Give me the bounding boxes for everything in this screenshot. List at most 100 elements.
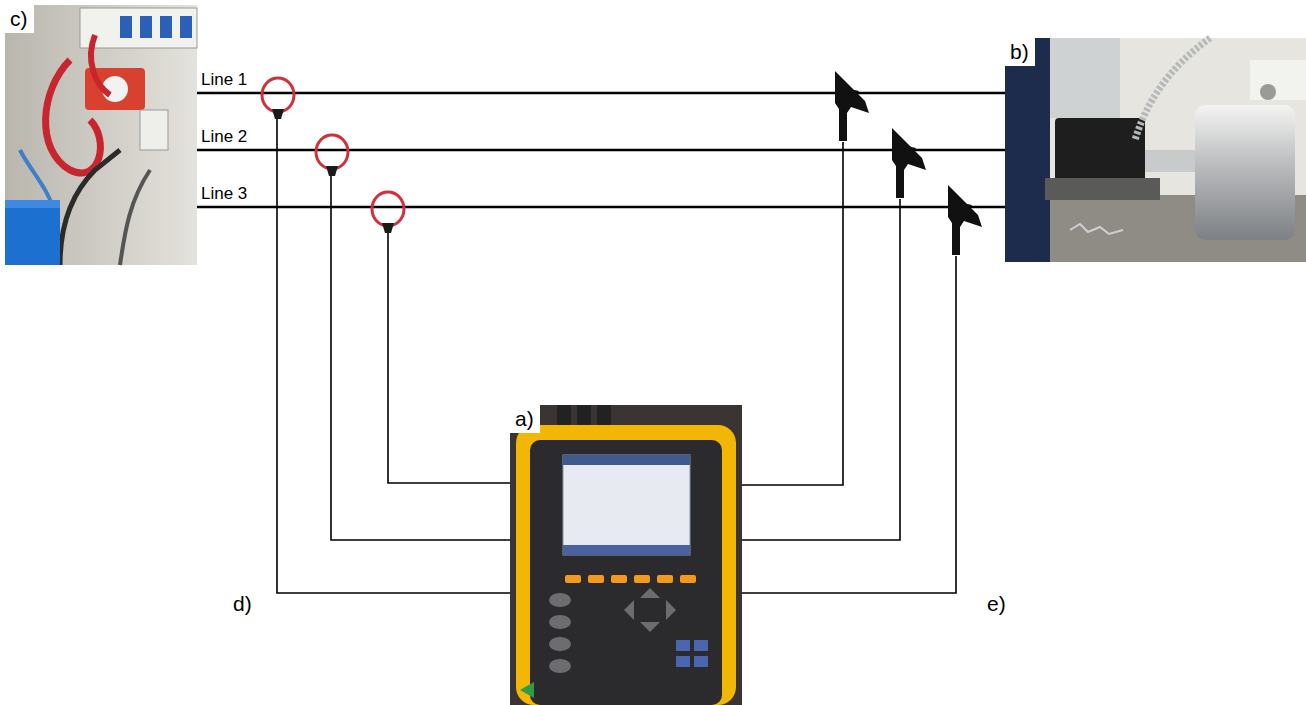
crocodile-clamp (892, 128, 926, 198)
breaker-rail (80, 8, 197, 48)
lathe-photo (1005, 38, 1306, 262)
chuck-guard (1250, 60, 1306, 100)
power-line (197, 149, 1005, 152)
breaker-switch (120, 16, 132, 38)
line-label: Line 2 (199, 128, 249, 147)
crocodile-clamp (835, 71, 869, 141)
function-key (565, 575, 581, 583)
current-probe-lead (331, 173, 510, 540)
current-probe-lead (277, 116, 510, 593)
probe-letter: d) (231, 592, 254, 615)
analyzer-body (516, 425, 736, 705)
screen-header (563, 455, 690, 465)
current-probe-lead (388, 230, 510, 483)
coil-connector (382, 223, 394, 233)
clamp-body (892, 128, 926, 198)
function-key (634, 575, 650, 583)
guard-pivot (1260, 84, 1276, 100)
panel-letter: b) (1005, 38, 1035, 66)
mode-button (549, 615, 571, 629)
rogowski-coil (372, 192, 404, 233)
workpiece (1145, 150, 1200, 172)
screen-footer (563, 545, 690, 555)
power-line (197, 92, 1005, 95)
nav-key (624, 600, 634, 620)
panel-photo-inset: c) (5, 5, 197, 265)
panel-letter: c) (5, 5, 34, 33)
panel-background (5, 5, 197, 265)
cable (120, 170, 150, 265)
clamp-body (835, 71, 869, 141)
function-keys (565, 575, 696, 583)
blue-bin-rim (5, 200, 60, 208)
clamp-jaw (954, 201, 972, 213)
lathe-photo-inset: b) (1005, 38, 1306, 262)
analyzer-screen (563, 455, 690, 555)
line-label: Line 1 (199, 71, 249, 90)
coil-connector (272, 109, 284, 119)
voltage-probe-lead (742, 199, 900, 540)
probe-letter: e) (985, 592, 1008, 615)
probe-socket (557, 405, 571, 427)
keypad-key (676, 656, 690, 667)
rogowski-coil (262, 78, 294, 119)
crocodile-clamp (948, 185, 982, 255)
keypad-key (676, 640, 690, 651)
chuck (1195, 105, 1295, 240)
keypad-key (694, 656, 708, 667)
nav-key (666, 600, 676, 620)
function-key (680, 575, 696, 583)
panel-photo (5, 5, 197, 265)
navigation-pad (624, 588, 676, 632)
probe-leads (277, 116, 956, 593)
power-indicator (520, 682, 534, 698)
function-key (657, 575, 673, 583)
function-key (611, 575, 627, 583)
machine-housing (1005, 38, 1050, 262)
keypad (676, 640, 708, 667)
clamp-jaw (898, 144, 916, 156)
mode-button (549, 637, 571, 651)
blue-bin (5, 200, 60, 265)
nav-key (640, 622, 660, 632)
line-label: Line 3 (199, 185, 249, 204)
breaker-switch (140, 16, 152, 38)
lathe-background (1005, 38, 1306, 262)
rogowski-cable (91, 35, 110, 95)
panel-letter: a) (510, 405, 540, 433)
coil-connector (326, 166, 338, 176)
analyzer-photo (510, 405, 742, 705)
breaker-switch (160, 16, 172, 38)
mode-button (549, 593, 571, 607)
cable (60, 150, 120, 265)
analyzer-photo-inset: a) (510, 405, 742, 705)
breaker-switch (180, 16, 192, 38)
clamp-jaw (841, 87, 859, 99)
voltage-probe-lead (742, 256, 956, 593)
voltage-probe-lead (742, 142, 843, 485)
keypad-key (694, 640, 708, 651)
probe-socket (597, 405, 611, 427)
mode-buttons (549, 593, 571, 673)
probe-socket (577, 405, 591, 427)
carriage (1045, 178, 1160, 200)
coil-loop (372, 192, 404, 226)
guard-window (1050, 38, 1120, 118)
nav-key (640, 588, 660, 598)
mode-button (549, 659, 571, 673)
analyzer-face (530, 440, 722, 705)
power-line (197, 206, 1005, 209)
coil-loop (316, 135, 348, 169)
plug (140, 110, 168, 150)
tool-post (1055, 118, 1145, 188)
metal-shavings (1070, 224, 1123, 234)
function-key (588, 575, 604, 583)
clamp-body (948, 185, 982, 255)
analyzer-background (510, 405, 742, 705)
rogowski-coil (316, 135, 348, 176)
coil-loop (262, 78, 294, 112)
